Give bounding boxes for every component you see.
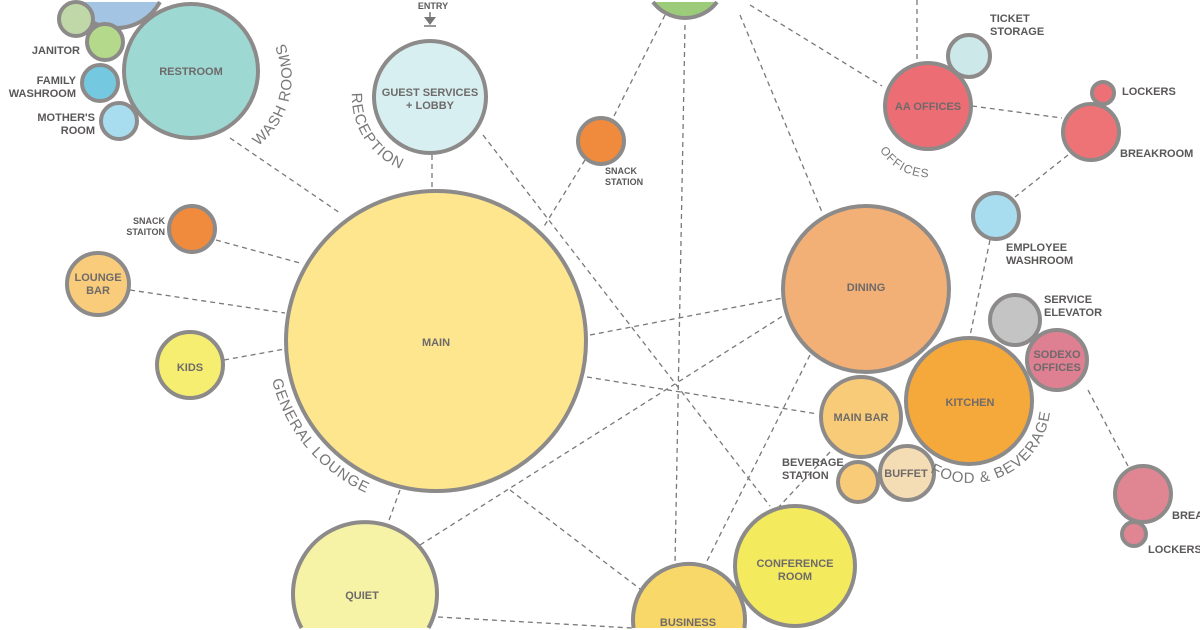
bubble-restroom[interactable] [122, 2, 260, 140]
link-snack-left-main [215, 239, 301, 264]
entry-arrow-icon [424, 17, 436, 25]
link-top-aa [749, 4, 883, 87]
link-top-business [674, 24, 686, 566]
link-aa-breakroom [971, 105, 1063, 119]
buffet-label: BUFFET [884, 468, 928, 480]
lockers-top-label: LOCKERS [1122, 86, 1176, 98]
link-quiet-dining [419, 299, 809, 546]
bubble-family-washroom[interactable] [80, 63, 120, 103]
link-top-dining [739, 14, 823, 213]
entry-marker: ENTRY [418, 1, 448, 27]
bubble-snack-station-left[interactable] [167, 204, 217, 254]
link-washroom-kitchen [969, 239, 991, 337]
bubble-lockers-top[interactable] [1090, 80, 1116, 106]
link-quiet-business [437, 616, 633, 629]
bubble-kitchen[interactable] [904, 336, 1034, 466]
kids-label: KIDS [177, 362, 203, 374]
restroom-label: RESTROOM [159, 66, 223, 78]
aa-offices-label: AA OFFICES [895, 101, 961, 113]
janitor-label: JANITOR [32, 45, 80, 57]
bubble-kids[interactable] [155, 330, 225, 400]
bubble-breakroom-top[interactable] [1061, 102, 1121, 162]
bubble-service-elevator[interactable] [988, 293, 1042, 347]
breakroom-bottom-label: BREA [1172, 510, 1200, 522]
bubble-main-bar[interactable] [819, 375, 903, 459]
dining-label: DINING [847, 282, 886, 294]
bubble-sodexo-offices[interactable] [1025, 328, 1089, 392]
link-main-quiet [387, 489, 401, 524]
bubble-beverage-station[interactable] [836, 460, 880, 504]
link-main-business [509, 489, 649, 596]
main-bar-label: MAIN BAR [834, 412, 889, 424]
bubble-lounge-bar[interactable] [65, 251, 131, 317]
lockers-bottom-label: LOCKERS [1148, 544, 1200, 556]
link-restroom-main [229, 137, 341, 214]
guest-services-label: GUEST SERVICES+ LOBBY [382, 87, 478, 112]
breakroom-top-label: BREAKROOM [1120, 148, 1193, 160]
bubble-business[interactable] [631, 561, 747, 629]
link-main-mainbar [586, 376, 819, 415]
link-dining-business [704, 354, 811, 566]
link-guest-conference [482, 134, 771, 507]
link-top-snack [612, 14, 666, 119]
link-main-dining [589, 297, 784, 336]
main-label: MAIN [422, 337, 450, 349]
bubble-guest-services[interactable] [372, 39, 488, 155]
bubble-janitor[interactable] [85, 22, 125, 62]
bubble-breakroom-bottom[interactable] [1113, 464, 1173, 524]
link-snack-main [542, 159, 586, 229]
bubble-aa-offices[interactable] [883, 61, 973, 151]
bubble-top-green[interactable] [57, 0, 95, 38]
bubble-lockers-bottom[interactable] [1120, 520, 1148, 548]
bubble-main[interactable] [284, 189, 588, 493]
bubble-conference-room[interactable] [733, 504, 857, 628]
bubble-top-center-green[interactable] [651, 0, 719, 20]
bubble-quiet[interactable] [291, 520, 439, 629]
bubble-employee-washroom[interactable] [971, 191, 1021, 241]
link-sodexo-breakroom [1087, 389, 1129, 467]
link-kids-main [223, 348, 286, 361]
bubble-mothers-room[interactable] [99, 101, 139, 141]
bubble-buffet[interactable] [878, 444, 936, 502]
bubble-snack-station-top[interactable] [576, 116, 626, 166]
link-breakroom-washroom [1014, 154, 1069, 198]
bubble-ticket-storage[interactable] [946, 33, 992, 79]
bubble-dining[interactable] [781, 204, 951, 374]
link-loungebar-main [129, 289, 286, 314]
business-label: BUSINESS [660, 617, 716, 629]
kitchen-label: KITCHEN [946, 397, 995, 409]
quiet-label: QUIET [345, 590, 379, 602]
entry-label: ENTRY [418, 1, 448, 11]
